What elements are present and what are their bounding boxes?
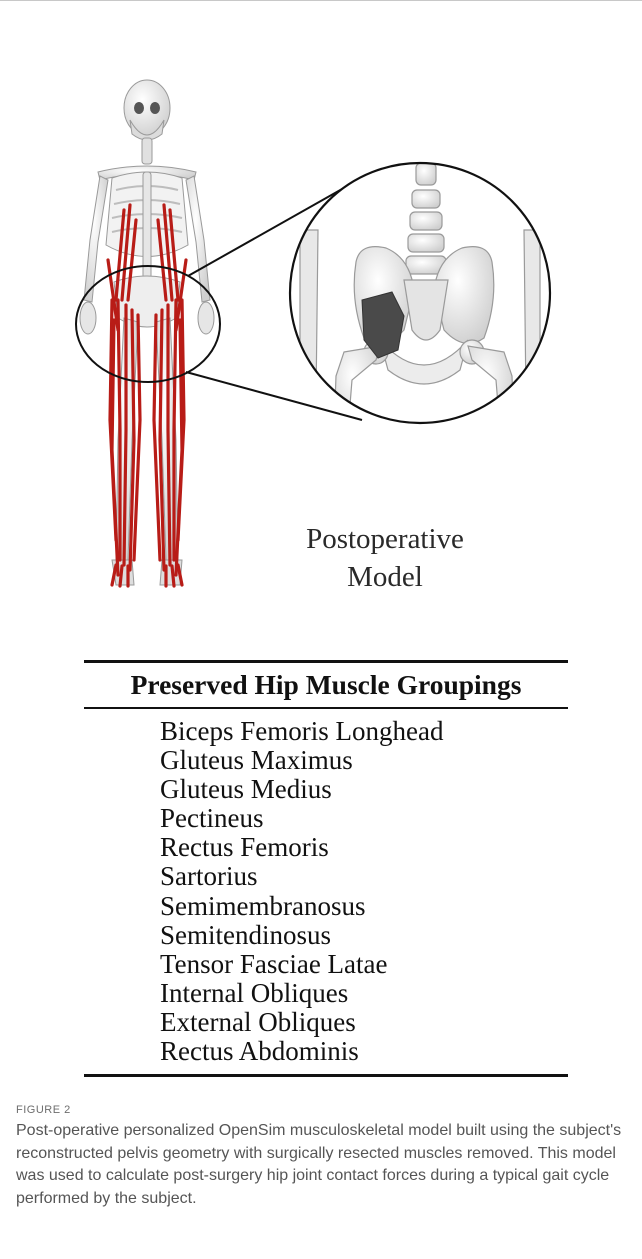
full-body-skeleton bbox=[80, 80, 214, 585]
model-label-line1: Postoperative bbox=[250, 520, 520, 558]
list-item: External Obliques bbox=[160, 1008, 568, 1037]
list-item: Semitendinosus bbox=[160, 921, 568, 950]
list-item: Rectus Abdominis bbox=[160, 1037, 568, 1066]
figure-caption: Post-operative personalized OpenSim musc… bbox=[16, 1120, 628, 1210]
muscle-list: Biceps Femoris Longhead Gluteus Maximus … bbox=[84, 709, 568, 1074]
list-item: Tensor Fasciae Latae bbox=[160, 950, 568, 979]
figure-panel: Postoperative Model Preserved Hip Muscle… bbox=[0, 0, 642, 1090]
list-item: Internal Obliques bbox=[160, 979, 568, 1008]
model-label: Postoperative Model bbox=[250, 520, 520, 596]
list-item: Sartorius bbox=[160, 862, 568, 891]
model-label-line2: Model bbox=[250, 558, 520, 596]
list-item: Biceps Femoris Longhead bbox=[160, 717, 568, 746]
table-bottom-rule bbox=[84, 1074, 568, 1077]
list-item: Pectineus bbox=[160, 804, 568, 833]
list-item: Gluteus Maximus bbox=[160, 746, 568, 775]
table-title: Preserved Hip Muscle Groupings bbox=[84, 663, 568, 707]
list-item: Rectus Femoris bbox=[160, 833, 568, 862]
zoomed-pelvis-view bbox=[290, 163, 550, 430]
list-item: Semimembranosus bbox=[160, 892, 568, 921]
figure-label: FIGURE 2 bbox=[16, 1104, 71, 1116]
list-item: Gluteus Medius bbox=[160, 775, 568, 804]
muscle-table: Preserved Hip Muscle Groupings Biceps Fe… bbox=[84, 660, 568, 1077]
